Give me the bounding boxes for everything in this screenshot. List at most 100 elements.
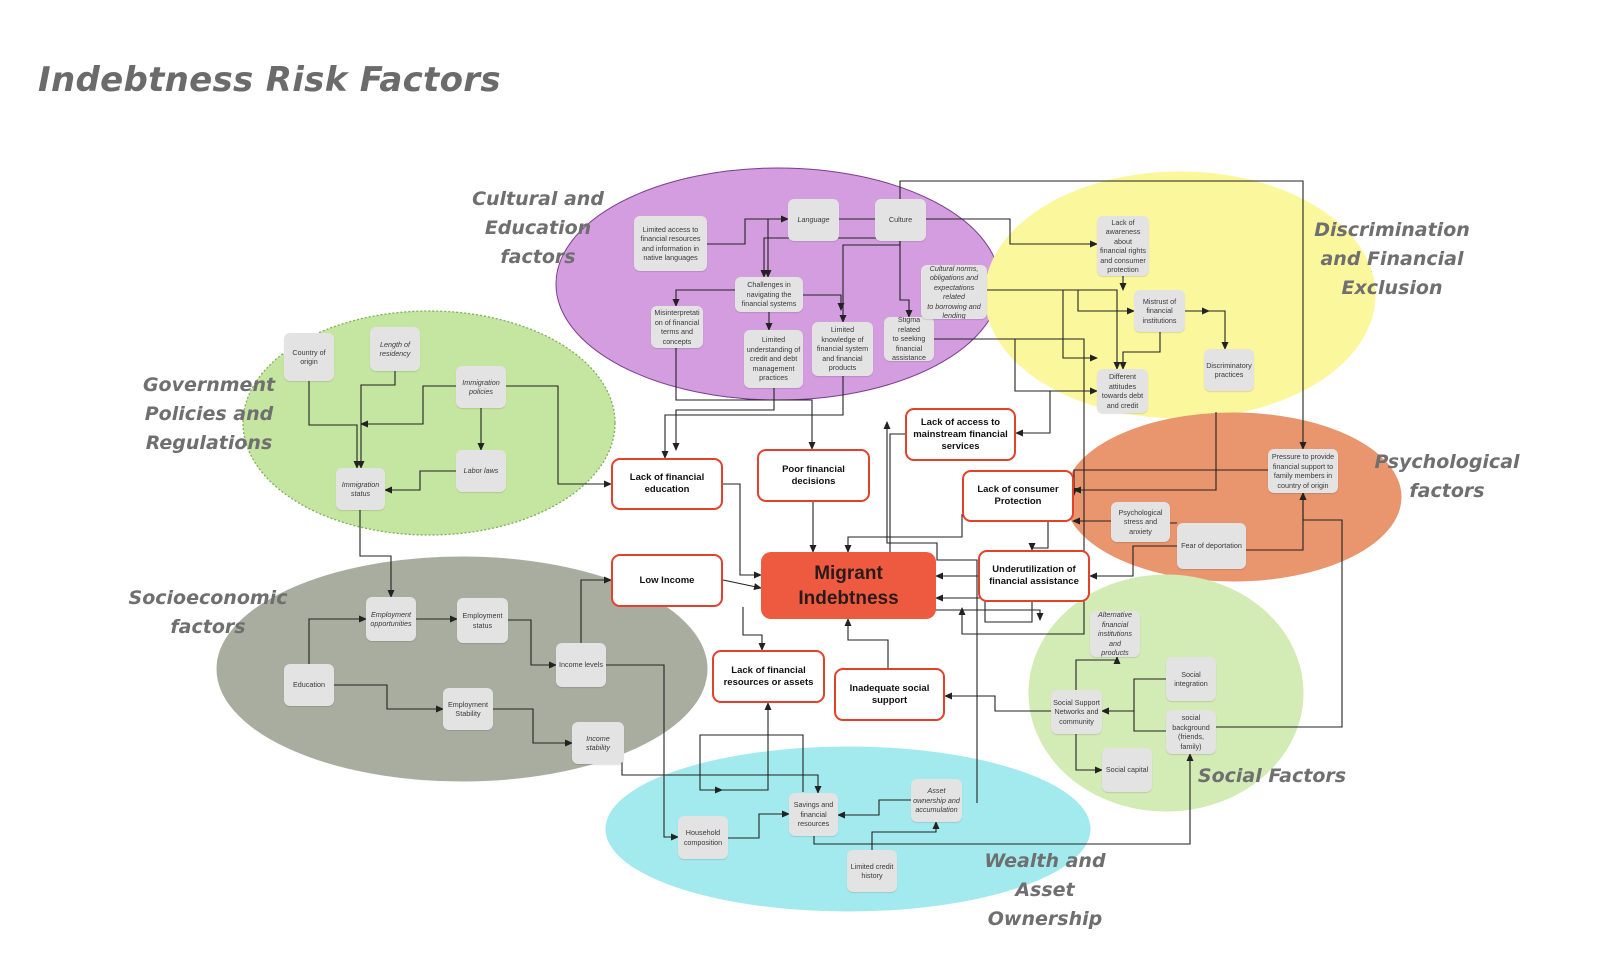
- node-label: Employment Stability: [448, 699, 488, 719]
- node-alt-institutions[interactable]: Alternative financial institutions and p…: [1090, 611, 1140, 657]
- edge-arrow-48: [580, 576, 612, 643]
- cluster-label-social: Social Factors: [1197, 765, 1347, 787]
- edge-arrow-59: [1101, 707, 1166, 732]
- node-challenges[interactable]: Challenges in navigating the financial s…: [735, 277, 803, 312]
- node-label: Employment status: [462, 611, 503, 630]
- node-label: Underutilization of financial assistance: [989, 564, 1079, 587]
- edge-arrow-63: [837, 799, 911, 819]
- cluster-label-discrimination: Discrimination and Financial Exclusion: [1314, 219, 1470, 299]
- cluster-label-cultural: Cultural and Education factors: [472, 188, 604, 268]
- edge-arrow-27: [1028, 521, 1049, 551]
- node-pressure-support[interactable]: Pressure to provide financial support to…: [1268, 449, 1338, 493]
- node-label: Household composition: [683, 828, 723, 847]
- node-psych-stress[interactable]: Psychological stress and anxiety: [1111, 502, 1170, 542]
- edge-arrow-42: [359, 510, 395, 598]
- edge-arrow-40: [384, 470, 456, 494]
- node-limited-access-lang[interactable]: Limited access to financial resources an…: [634, 216, 707, 271]
- node-label: Psychological stress and anxiety: [1118, 507, 1163, 536]
- edge-arrow-8: [672, 289, 735, 307]
- node-key-poor-dec[interactable]: Poor financial decisions: [757, 449, 870, 502]
- node-immigration-policies[interactable]: Immigration policies: [456, 366, 506, 408]
- node-length-residency[interactable]: Length of residency: [370, 327, 420, 371]
- cluster-label-wealth: Wealth and Asset Ownership: [984, 850, 1106, 930]
- edge-arrow-1: [707, 215, 789, 245]
- node-labor-laws[interactable]: Labor laws: [456, 450, 506, 492]
- node-employment-opps[interactable]: Employment opportunities: [366, 597, 416, 641]
- edge-arrow-47: [493, 708, 573, 747]
- node-limited-knowledge[interactable]: Limited knowledge of financial system an…: [812, 322, 873, 376]
- node-label: Length of residency: [379, 339, 411, 359]
- edge-arrow-33: [935, 594, 1033, 623]
- node-education[interactable]: Education: [284, 664, 334, 706]
- node-key-consumer[interactable]: Lack of consumer Protection: [962, 470, 1074, 522]
- node-employment-stability[interactable]: Employment Stability: [443, 688, 493, 730]
- node-label: Limited access to financial resources an…: [640, 224, 701, 263]
- node-central[interactable]: Migrant Indebtness: [761, 552, 936, 619]
- node-country-origin[interactable]: Country of origin: [284, 333, 334, 381]
- node-mistrust[interactable]: Mistrust of financial institutions: [1134, 290, 1185, 332]
- node-limited-understanding[interactable]: Limited understanding of credit and debt…: [744, 330, 803, 388]
- node-savings[interactable]: Savings and financial resources: [789, 793, 838, 836]
- edge-arrow-23: [934, 338, 1085, 635]
- node-immigration-status[interactable]: Immigration status: [336, 468, 385, 510]
- node-label: Income levels: [559, 660, 603, 670]
- node-label: Discriminatory practices: [1206, 360, 1252, 380]
- node-key-access[interactable]: Lack of access to mainstream financial s…: [905, 408, 1016, 461]
- node-label: Misinterpretati on of financial terms an…: [654, 308, 700, 346]
- node-employment-status[interactable]: Employment status: [457, 598, 508, 643]
- node-fear-deportation[interactable]: Fear of deportation: [1177, 523, 1246, 569]
- node-asset-ownership[interactable]: Asset ownership and accumulation: [911, 779, 962, 822]
- node-key-underutil[interactable]: Underutilization of financial assistance: [978, 550, 1090, 602]
- node-culture[interactable]: Culture: [875, 199, 926, 241]
- edge-arrow-53: [722, 579, 762, 590]
- node-social-integration[interactable]: Social integration: [1166, 657, 1216, 701]
- node-discriminatory[interactable]: Discriminatory practices: [1204, 349, 1254, 391]
- node-key-resources[interactable]: Lack of financial resources or assets: [712, 650, 825, 703]
- edge-arrow-16: [987, 289, 1098, 362]
- node-label: Social integration: [1174, 669, 1208, 689]
- node-label: Different attitudes towards debt and cre…: [1101, 372, 1144, 410]
- node-lack-awareness[interactable]: Lack of awareness about financial rights…: [1097, 216, 1149, 276]
- edge-arrow-46: [334, 684, 444, 713]
- edge-arrow-29: [1089, 545, 1177, 580]
- node-label: Alternative financial institutions and p…: [1098, 611, 1132, 657]
- node-label: Stigma related to seeking financial assi…: [892, 317, 926, 361]
- cluster-label-psychological: Psychological factors: [1374, 451, 1520, 502]
- node-misinterpretation[interactable]: Misinterpretati on of financial terms an…: [651, 306, 703, 348]
- edge-arrow-18: [1119, 332, 1161, 370]
- node-key-fin-edu[interactable]: Lack of financial education: [611, 458, 723, 510]
- edge-arrow-41: [506, 385, 612, 488]
- cluster-label-socioeconomic: Socioeconomic factors: [128, 587, 288, 638]
- node-label: Mistrust of financial institutions: [1142, 296, 1177, 325]
- node-label: Education: [293, 680, 325, 690]
- node-income-levels[interactable]: Income levels: [556, 643, 606, 687]
- node-social-background[interactable]: social background (friends, family): [1166, 710, 1216, 754]
- node-label: Social capital: [1105, 765, 1149, 775]
- node-cultural-norms[interactable]: Cultural norms, obligations and expectat…: [921, 265, 987, 319]
- node-label: Savings and financial resources: [793, 800, 834, 829]
- edge-arrow-5: [926, 218, 1098, 248]
- node-key-social-support[interactable]: Inadequate social support: [834, 668, 945, 721]
- node-label: Limited knowledge of financial system an…: [816, 325, 869, 373]
- node-social-networks[interactable]: Social Support Networks and community: [1051, 690, 1102, 734]
- node-social-capital[interactable]: Social capital: [1102, 748, 1152, 792]
- node-key-low-income[interactable]: Low Income: [611, 554, 723, 607]
- node-label: Cultural norms, obligations and expectat…: [927, 265, 981, 319]
- edge-arrow-12: [672, 388, 775, 451]
- edge-arrow-60: [1075, 734, 1103, 774]
- node-stigma[interactable]: Stigma related to seeking financial assi…: [884, 317, 934, 361]
- node-label: Migrant Indebtness: [798, 562, 899, 609]
- edge-arrow-45: [308, 615, 367, 664]
- edge-arrow-35: [1216, 492, 1343, 728]
- edge-layer: [308, 180, 1343, 850]
- edge-arrow-11: [675, 348, 816, 450]
- node-household[interactable]: Household composition: [678, 816, 728, 859]
- node-credit-history[interactable]: Limited credit history: [847, 850, 897, 892]
- node-income-stability[interactable]: Income stability: [572, 722, 624, 764]
- node-label: Language: [797, 215, 830, 225]
- node-language[interactable]: Language: [788, 199, 839, 241]
- node-different-attitudes[interactable]: Different attitudes towards debt and cre…: [1097, 369, 1148, 413]
- node-label: Limited understanding of credit and debt…: [746, 335, 801, 383]
- node-label: Culture: [888, 215, 913, 225]
